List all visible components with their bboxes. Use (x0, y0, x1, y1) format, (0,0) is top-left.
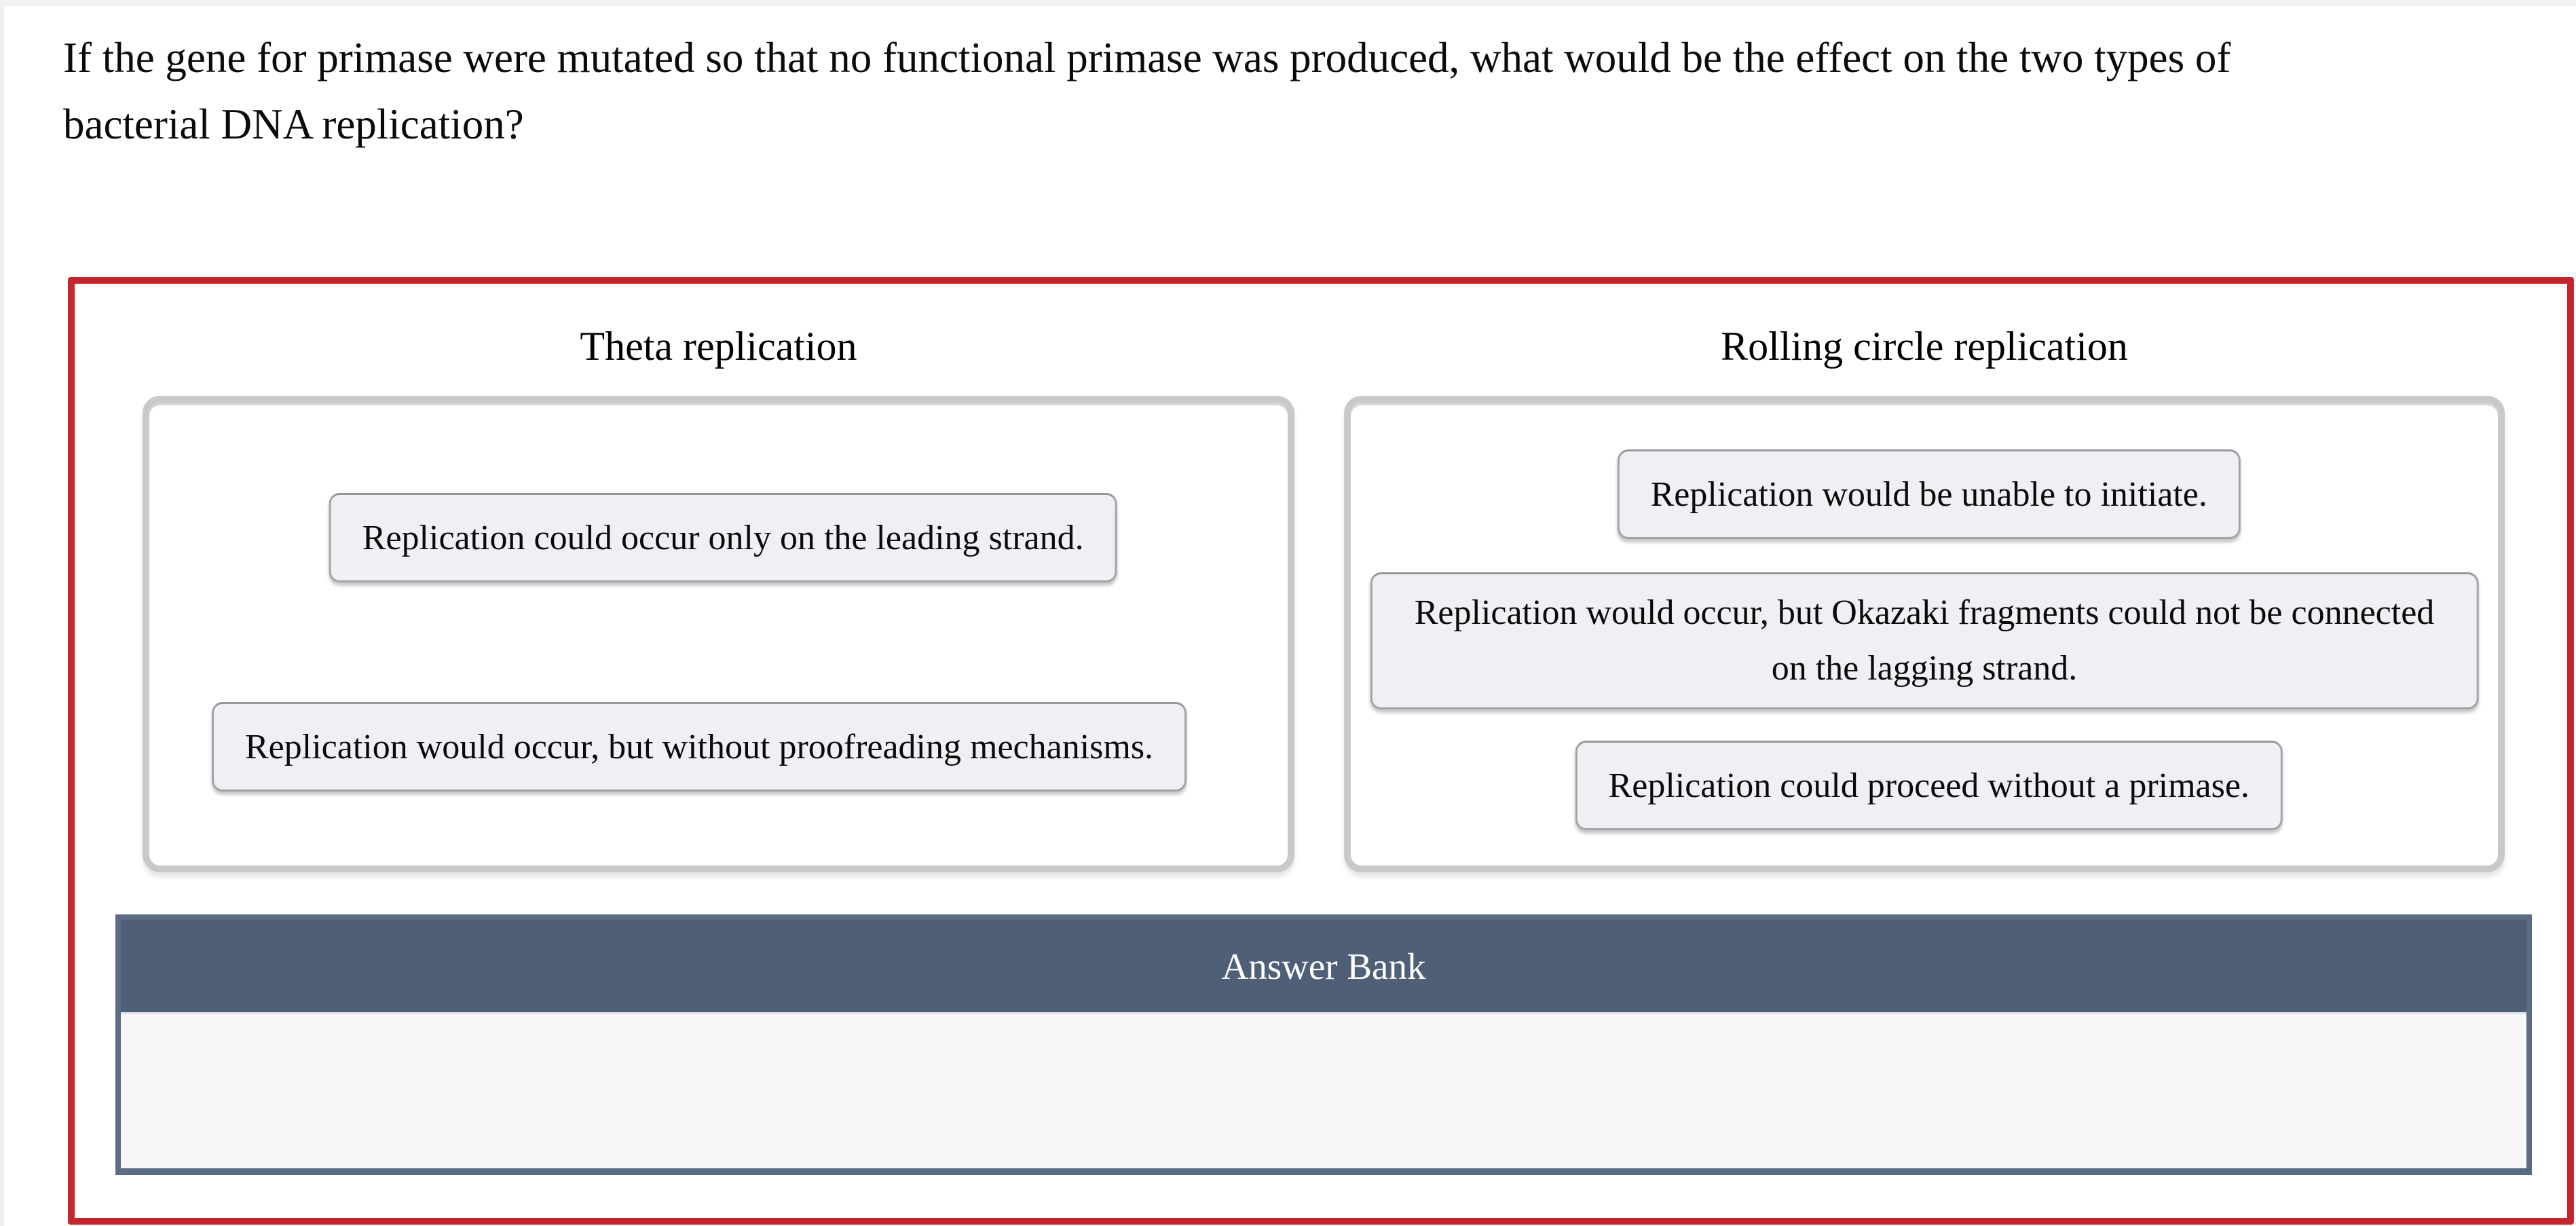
answer-bank-header: Answer Bank (121, 920, 2526, 1014)
bin-title-rolling-circle-replication: Rolling circle replication (1721, 324, 2128, 369)
answer-chip[interactable]: Replication could occur only on the lead… (329, 493, 1117, 582)
answer-chip[interactable]: Replication would occur, but Okazaki fra… (1370, 572, 2479, 709)
bin-title-theta-replication: Theta replication (580, 324, 857, 369)
answer-chip[interactable]: Replication would be unable to initiate. (1617, 449, 2241, 539)
answer-chip-label: Replication would occur, but without pro… (245, 727, 1154, 766)
answer-chip-label: Replication could occur only on the lead… (362, 518, 1084, 557)
answer-chip-label-line-1: Replication would occur, but Okazaki fra… (1414, 593, 2435, 632)
answer-bank-drop-zone[interactable] (121, 1014, 2526, 1168)
drop-zone-theta-replication[interactable]: Replication could occur only on the lead… (143, 396, 1294, 872)
answer-chip-label-line-2: on the lagging strand. (1771, 649, 2078, 688)
answer-bank-title: Answer Bank (1221, 945, 1426, 987)
answer-chip[interactable]: Replication would occur, but without pro… (212, 702, 1187, 792)
question-text: If the gene for primase were mutated so … (63, 24, 2230, 157)
answer-chip-label: Replication could proceed without a prim… (1608, 766, 2250, 805)
answer-bank: Answer Bank (115, 914, 2532, 1175)
question-line-1: If the gene for primase were mutated so … (63, 34, 2231, 81)
drop-zone-rolling-circle-replication[interactable]: Replication would be unable to initiate.… (1344, 396, 2505, 872)
answer-chip-label: Replication would be unable to initiate. (1650, 475, 2207, 514)
question-line-2: bacterial DNA replication? (63, 100, 524, 148)
answer-chip[interactable]: Replication could proceed without a prim… (1575, 741, 2283, 830)
